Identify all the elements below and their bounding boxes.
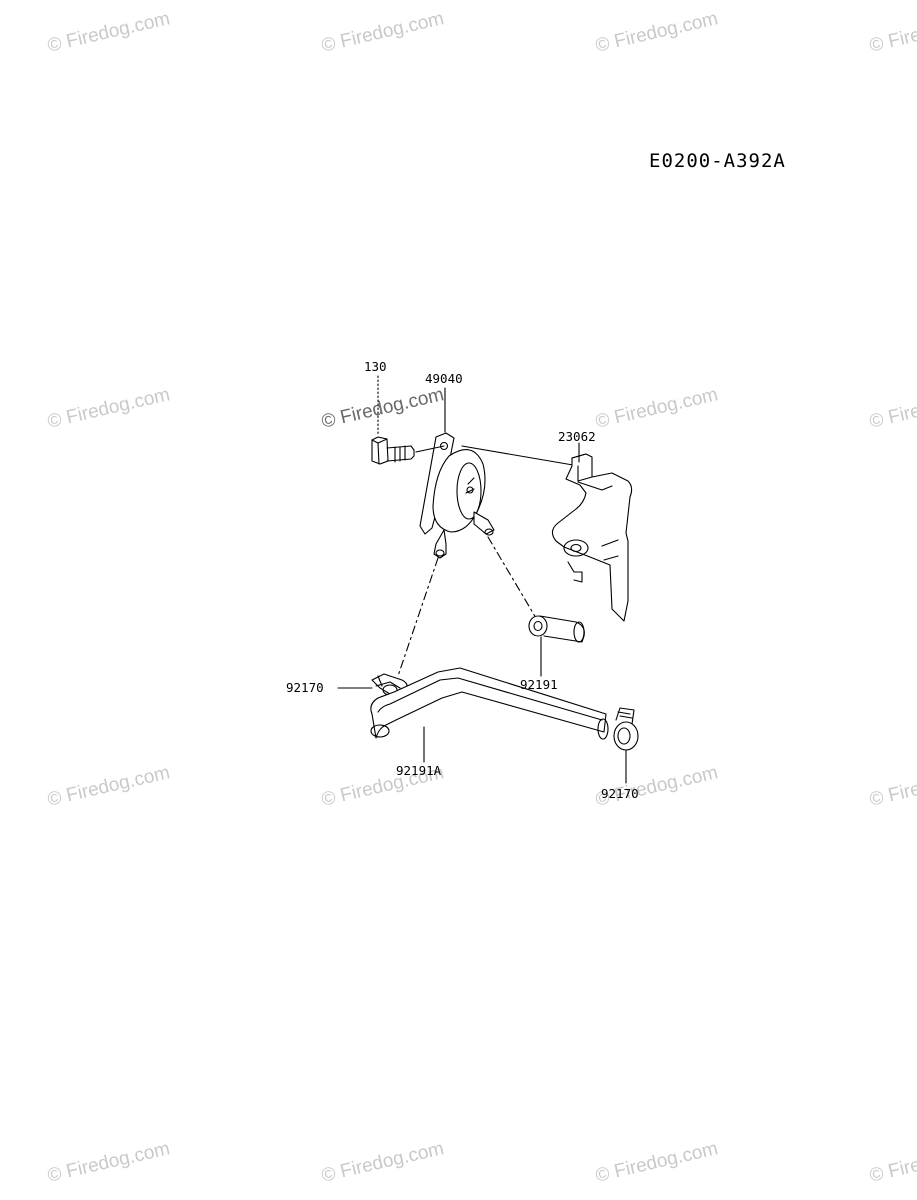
label-92170-left: 92170 <box>286 680 324 695</box>
bolt-part <box>371 436 415 465</box>
label-23062: 23062 <box>558 429 596 444</box>
label-130: 130 <box>364 359 387 374</box>
fuel-pump-part <box>419 432 495 559</box>
clamp-right-part <box>613 707 639 751</box>
label-92170-right: 92170 <box>601 786 639 801</box>
long-hose-part <box>370 667 609 740</box>
label-49040: 49040 <box>425 371 463 386</box>
assembly-line-left <box>397 557 439 677</box>
bracket-part <box>551 453 633 622</box>
diagram-code: E0200-A392A <box>649 150 786 172</box>
label-92191A: 92191A <box>396 763 442 778</box>
short-hose-part <box>528 615 585 643</box>
assembly-line-right <box>487 536 537 619</box>
assembly-line-bolt <box>415 445 574 466</box>
label-92191: 92191 <box>520 677 558 692</box>
